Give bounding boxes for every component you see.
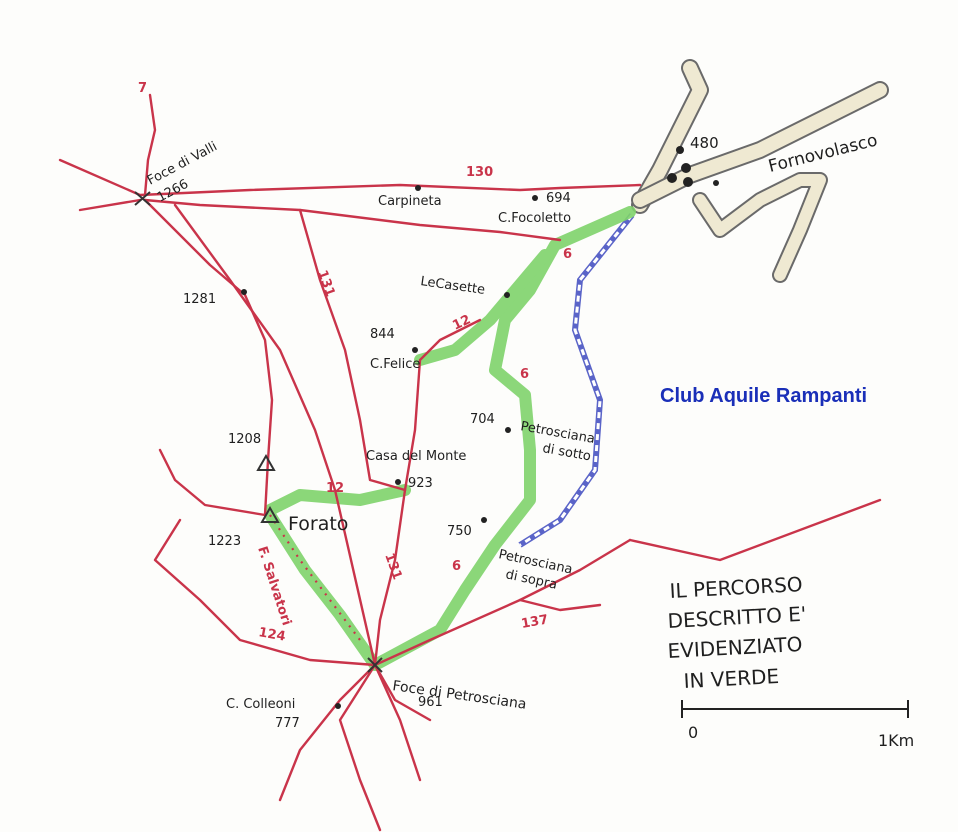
road-dashed-blue bbox=[518, 213, 635, 548]
label-petrosciana-di-sotto-alt: 704 bbox=[470, 412, 495, 427]
label-c-focoletto: C.Focoletto bbox=[498, 211, 571, 226]
felice-dot-icon bbox=[412, 347, 418, 353]
focoletto-dot-icon bbox=[532, 195, 538, 201]
label-1281: 1281 bbox=[183, 292, 216, 307]
trail-number-124: 124 bbox=[257, 625, 286, 644]
label-petrosciana-di-sopra-alt: 750 bbox=[447, 524, 472, 539]
note-line-1: IL PERCORSO bbox=[669, 572, 803, 603]
peak-markers bbox=[134, 191, 383, 673]
label-c-colleoni: C. Colleoni bbox=[226, 697, 295, 712]
trail-number-12-upper: 12 bbox=[450, 312, 473, 333]
trail-number-6-bottom: 6 bbox=[452, 559, 461, 574]
scale-zero: 0 bbox=[688, 723, 698, 742]
path-salvatori bbox=[269, 514, 361, 641]
label-c-felice-alt: 844 bbox=[370, 327, 395, 342]
point-markers bbox=[241, 185, 538, 709]
label-le-casette: LeCasette bbox=[419, 274, 485, 298]
scale-one-km: 1Km bbox=[878, 731, 914, 750]
carpineta-dot-icon bbox=[415, 185, 421, 191]
trail-number-12-lower: 12 bbox=[326, 481, 344, 496]
label-foce-di-petrosciana-alt: 961 bbox=[418, 695, 443, 710]
trail-number-6-top: 6 bbox=[563, 247, 572, 262]
label-1208: 1208 bbox=[228, 432, 261, 447]
pass-foce-di-petrosciana-icon bbox=[367, 657, 383, 673]
lecasette-dot-icon bbox=[504, 292, 510, 298]
label-c-focoletto-alt: 694 bbox=[546, 191, 571, 206]
trail-number-6-mid: 6 bbox=[520, 367, 529, 382]
label-c-felice: C.Felice bbox=[370, 357, 420, 372]
label-forato-alt: 1223 bbox=[208, 534, 241, 549]
trail-number-131-top: 131 bbox=[314, 268, 337, 299]
trail-network bbox=[58, 93, 882, 832]
town-fornovolasco-symbol bbox=[667, 146, 719, 187]
sotto-dot-icon bbox=[505, 427, 511, 433]
trail-number-7: 7 bbox=[138, 81, 147, 96]
trail-number-130: 130 bbox=[466, 165, 493, 180]
label-c-colleoni-alt: 777 bbox=[275, 716, 300, 731]
trail-number-137: 137 bbox=[520, 612, 549, 631]
note-line-2: DESCRITTO E' bbox=[667, 602, 807, 633]
brand-label: Club Aquile Rampanti bbox=[660, 385, 867, 407]
label-carpineta: Carpineta bbox=[378, 194, 442, 209]
label-casa-del-monte-alt: 923 bbox=[408, 476, 433, 491]
scale-bar: 0 1Km bbox=[681, 700, 914, 750]
peak-forato-icon bbox=[260, 505, 280, 523]
label-casa-del-monte: Casa del Monte bbox=[366, 449, 466, 464]
trail-number-131-bottom: 131 bbox=[381, 551, 404, 582]
note-line-4: IN VERDE bbox=[683, 664, 780, 693]
casa-del-monte-dot-icon bbox=[395, 479, 401, 485]
label-fornovolasco-alt: 480 bbox=[690, 134, 719, 152]
peak-1208-icon bbox=[256, 453, 276, 471]
label-f-salvatori: F. Salvatori bbox=[254, 545, 294, 628]
colleoni-dot-icon bbox=[335, 703, 341, 709]
point-1281-dot-icon bbox=[241, 289, 247, 295]
label-forato: Forato bbox=[288, 513, 348, 535]
note-line-3: EVIDENZIATO bbox=[667, 632, 803, 663]
label-foce-di-petrosciana: Foce di Petrosciana bbox=[391, 678, 527, 713]
pass-foce-di-valli-icon bbox=[134, 191, 151, 206]
road-fornovolasco bbox=[631, 59, 889, 283]
sopra-dot-icon bbox=[481, 517, 487, 523]
